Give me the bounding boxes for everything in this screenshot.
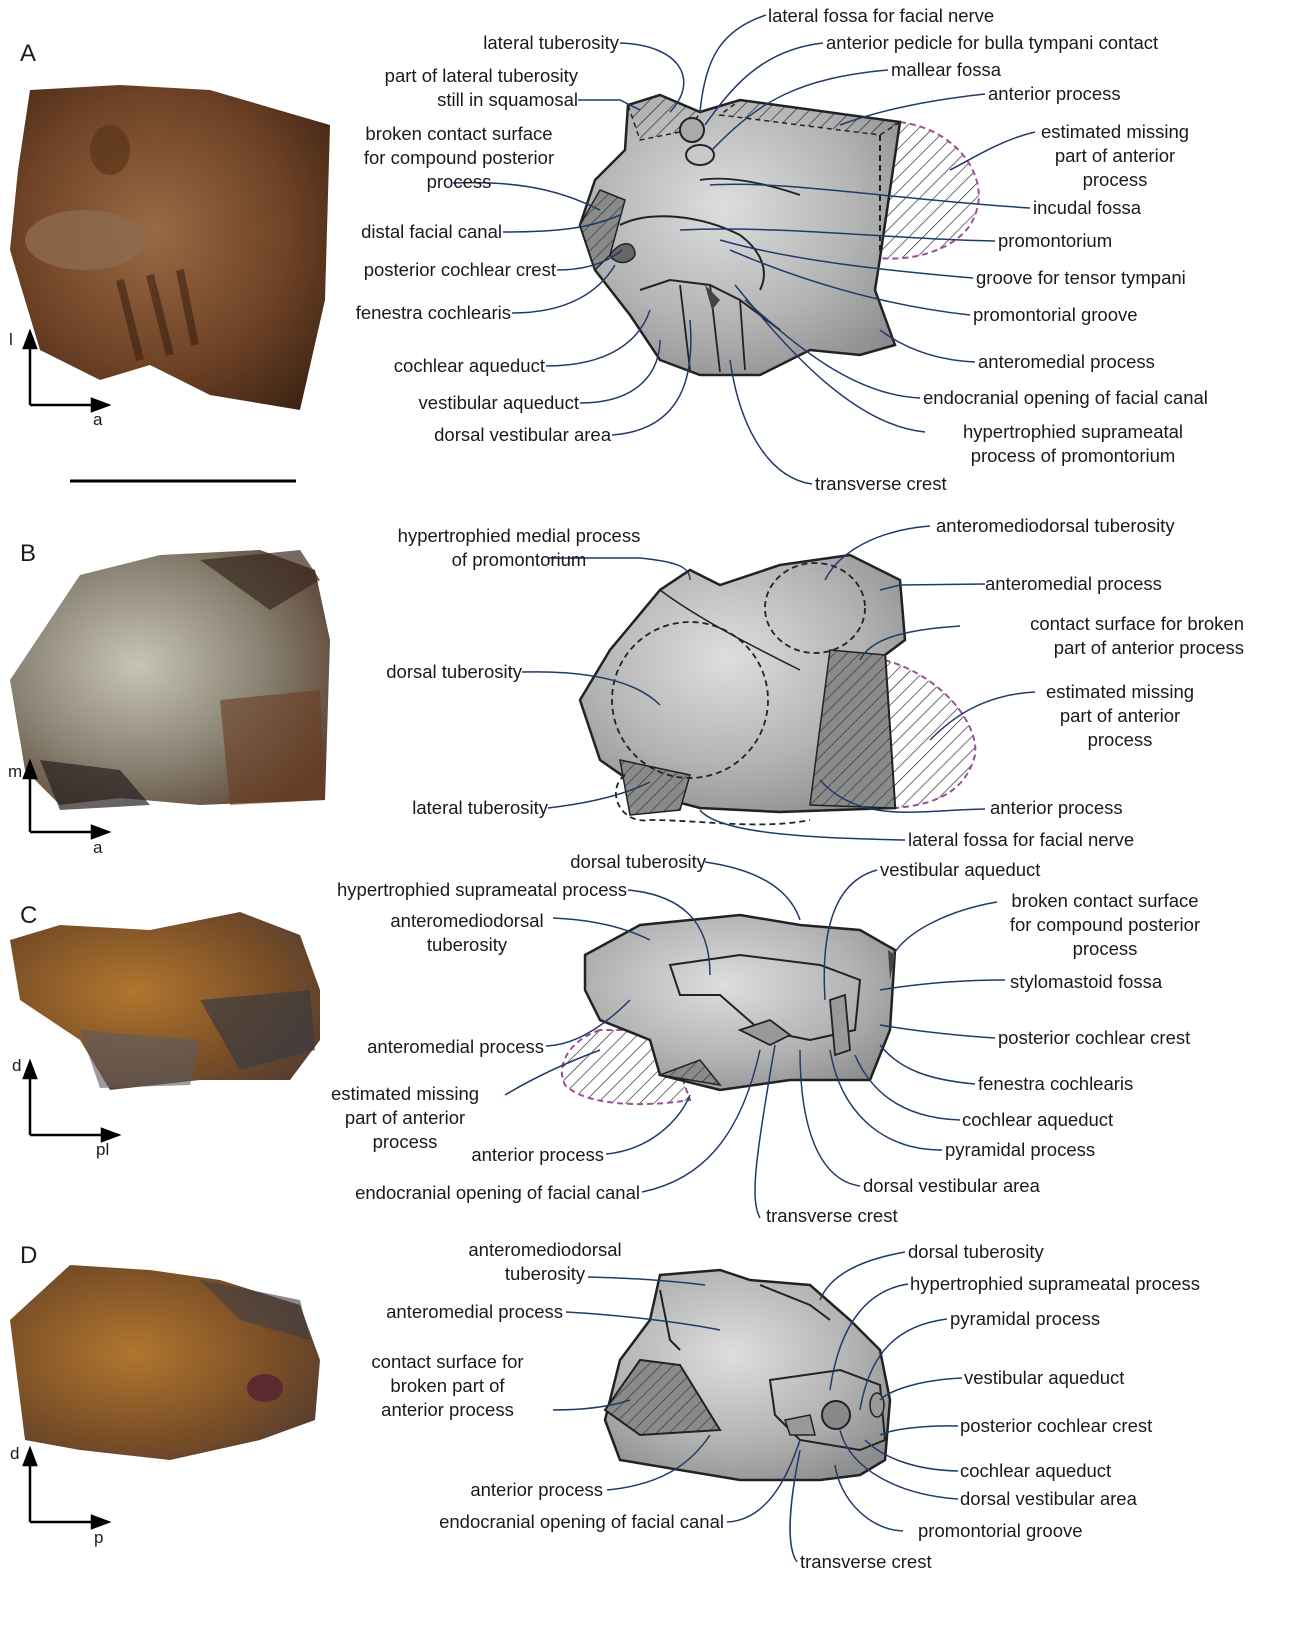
- label-anterior-process: anterior process: [471, 1143, 604, 1167]
- label-anterior-pedicle: anterior pedicle for bulla tympani conta…: [826, 31, 1158, 55]
- panel-letter: D: [20, 1242, 37, 1270]
- label-endocranial-opening: endocranial opening of facial canal: [355, 1181, 640, 1205]
- orientation-axes: [24, 1449, 108, 1528]
- label-estimated-missing: estimated missing part of anterior proce…: [1030, 680, 1210, 752]
- label-anteromedial-process: anteromedial process: [978, 350, 1155, 374]
- label-anterior-process: anterior process: [988, 82, 1121, 106]
- label-lateral-fossa-facial-nerve: lateral fossa for facial nerve: [908, 828, 1134, 852]
- label-contact-surface: contact surface for broken part of anter…: [340, 1350, 555, 1422]
- label-dorsal-tuberosity: dorsal tuberosity: [386, 660, 522, 684]
- label-vestibular-aqueduct: vestibular aqueduct: [419, 391, 579, 415]
- panel-d: D: [0, 1300, 1316, 1638]
- label-anterior-process: anterior process: [470, 1478, 603, 1502]
- label-anteromedial-process: anteromedial process: [985, 572, 1162, 596]
- axis-vertical-label: d: [12, 1056, 21, 1076]
- label-stylomastoid-fossa: stylomastoid fossa: [1010, 970, 1162, 994]
- label-hypertrophied-suprameatal: hypertrophied suprameatal process: [910, 1272, 1200, 1296]
- axis-vertical-label: d: [10, 1444, 19, 1464]
- axis-horizontal-label: a: [93, 838, 102, 858]
- label-estimated-missing: estimated missing part of anterior proce…: [330, 1082, 480, 1154]
- label-dorsal-tuberosity: dorsal tuberosity: [908, 1240, 1044, 1264]
- axis-horizontal-label: pl: [96, 1140, 109, 1160]
- label-posterior-cochlear-crest: posterior cochlear crest: [364, 258, 556, 282]
- label-contact-surface: contact surface for broken part of anter…: [1030, 612, 1244, 660]
- label-broken-contact: broken contact surface for compound post…: [990, 889, 1220, 961]
- label-incudal-fossa: incudal fossa: [1033, 196, 1141, 220]
- label-hypertrophied-medial: hypertrophied medial process of promonto…: [378, 524, 660, 572]
- label-endocranial-opening: endocranial opening of facial canal: [923, 386, 1208, 410]
- label-dorsal-vestibular-area: dorsal vestibular area: [960, 1487, 1137, 1511]
- label-posterior-cochlear-crest: posterior cochlear crest: [998, 1026, 1190, 1050]
- label-posterior-cochlear-crest: posterior cochlear crest: [960, 1414, 1152, 1438]
- label-cochlear-aqueduct: cochlear aqueduct: [962, 1108, 1113, 1132]
- specimen-photo: [10, 550, 330, 810]
- panel-d-graphics: [0, 1300, 1316, 1638]
- label-lateral-tuberosity: lateral tuberosity: [412, 796, 548, 820]
- label-part-lateral-tuberosity: part of lateral tuberosity still in squa…: [385, 64, 578, 112]
- label-mallear-fossa: mallear fossa: [891, 58, 1001, 82]
- label-promontorial-groove: promontorial groove: [918, 1519, 1083, 1543]
- label-transverse-crest: transverse crest: [766, 1204, 898, 1228]
- label-transverse-crest: transverse crest: [815, 472, 947, 496]
- label-cochlear-aqueduct: cochlear aqueduct: [960, 1459, 1111, 1483]
- specimen-drawing: [562, 915, 895, 1104]
- specimen-drawing: [580, 95, 979, 375]
- panel-b: B: [0, 520, 1316, 880]
- label-anteromedial-process: anteromedial process: [367, 1035, 544, 1059]
- specimen-photo: [10, 912, 320, 1090]
- label-promontorial-groove: promontorial groove: [973, 303, 1138, 327]
- label-distal-facial-canal: distal facial canal: [361, 220, 502, 244]
- panel-c: C: [0, 880, 1316, 1300]
- label-dorsal-vestibular-area: dorsal vestibular area: [434, 423, 611, 447]
- axis-horizontal-label: p: [94, 1528, 103, 1548]
- label-dorsal-vestibular-area: dorsal vestibular area: [863, 1174, 1040, 1198]
- specimen-photo: [10, 85, 330, 410]
- label-cochlear-aqueduct: cochlear aqueduct: [394, 354, 545, 378]
- label-groove-tensor: groove for tensor tympani: [976, 266, 1186, 290]
- label-anteromediodorsal-tuberosity: anteromediodorsal tuberosity: [372, 909, 562, 957]
- label-anteromedial-process: anteromedial process: [386, 1300, 563, 1324]
- label-pyramidal-process: pyramidal process: [950, 1307, 1100, 1331]
- label-fenestra-cochlearis: fenestra cochlearis: [356, 301, 511, 325]
- label-hypertrophied-suprameatal: hypertrophied suprameatal process: [337, 878, 627, 902]
- label-promontorium: promontorium: [998, 229, 1112, 253]
- label-hypertrophied-suprameatal: hypertrophied suprameatal process of pro…: [928, 420, 1218, 468]
- label-anterior-process: anterior process: [990, 796, 1123, 820]
- label-endocranial-opening: endocranial opening of facial canal: [439, 1510, 724, 1534]
- label-fenestra-cochlearis: fenestra cochlearis: [978, 1072, 1133, 1096]
- panel-a: A: [0, 0, 1316, 520]
- axis-horizontal-label: a: [93, 410, 102, 430]
- axis-vertical-label: m: [8, 762, 22, 782]
- label-vestibular-aqueduct: vestibular aqueduct: [880, 858, 1040, 882]
- label-anteromediodorsal-tuberosity: anteromediodorsal tuberosity: [936, 514, 1175, 538]
- label-anteromediodorsal-tuberosity: anteromediodorsal tuberosity: [450, 1238, 640, 1286]
- label-transverse-crest: transverse crest: [800, 1550, 932, 1574]
- label-lateral-fossa-facial-nerve: lateral fossa for facial nerve: [768, 4, 994, 28]
- label-estimated-missing: estimated missing part of anterior proce…: [1030, 120, 1200, 192]
- axis-vertical-label: l: [9, 330, 13, 350]
- label-pyramidal-process: pyramidal process: [945, 1138, 1095, 1162]
- label-dorsal-tuberosity: dorsal tuberosity: [570, 850, 706, 874]
- label-lateral-tuberosity: lateral tuberosity: [483, 31, 619, 55]
- label-vestibular-aqueduct: vestibular aqueduct: [964, 1366, 1124, 1390]
- label-broken-contact: broken contact surface for compound post…: [338, 122, 580, 194]
